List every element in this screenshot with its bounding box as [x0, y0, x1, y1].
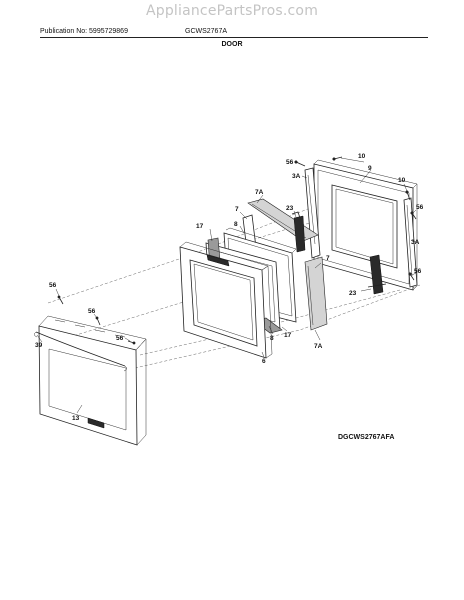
callout-7a-lower: 7A	[314, 343, 323, 350]
publication-number: Publication No: 5995729869	[40, 28, 128, 35]
callout-56-outer-left: 56	[49, 282, 57, 289]
callout-56-right-lower: 56	[414, 268, 422, 275]
callout-3a-left: 3A	[292, 173, 301, 180]
leader-lines	[36, 157, 417, 414]
lower-hinge	[367, 254, 387, 295]
callout-3a-right: 3A	[411, 239, 420, 246]
callout-10-top: 10	[358, 153, 366, 160]
callout-8-lower: 8	[270, 335, 274, 342]
callout-39: 39	[35, 342, 43, 349]
model-number: GCWS2767A	[185, 28, 228, 35]
window-frame	[179, 241, 273, 359]
callout-8-upper: 8	[234, 221, 238, 228]
header-rule	[40, 37, 428, 38]
upper-hinge	[291, 211, 306, 253]
callout-labels: 9 10 10 56 3A 56 3A 56 7A 7 23 8 17 7 23…	[35, 153, 424, 422]
watermark: AppliancePartsPros.com	[145, 3, 319, 19]
callout-23-lower: 23	[349, 290, 357, 297]
callout-17-upper: 17	[196, 223, 204, 230]
section-title: DOOR	[221, 41, 243, 48]
callout-9: 9	[368, 165, 372, 172]
inner-door-frame	[313, 159, 418, 291]
callout-7-left: 7	[235, 206, 239, 213]
callout-56-outer-mid: 56	[88, 308, 96, 315]
outer-door-screws	[57, 295, 136, 345]
screw-icons	[294, 156, 417, 281]
right-channel	[403, 197, 418, 288]
callout-10-right: 10	[398, 177, 406, 184]
callout-23-upper: 23	[286, 205, 294, 212]
callout-7-right: 7	[326, 255, 330, 262]
outer-door-panel	[38, 315, 147, 446]
diagram-code: DGCWS2767AFA	[338, 434, 395, 441]
callout-6: 6	[262, 358, 266, 365]
right-insulation	[304, 256, 328, 331]
callout-56-top-left: 56	[286, 159, 294, 166]
callout-7a-upper: 7A	[255, 189, 264, 196]
callout-56-outer-right: 56	[116, 335, 124, 342]
callout-17-lower: 17	[284, 332, 292, 339]
door-handle	[34, 331, 127, 372]
callout-13: 13	[72, 415, 80, 422]
callout-56-right-upper: 56	[416, 204, 424, 211]
